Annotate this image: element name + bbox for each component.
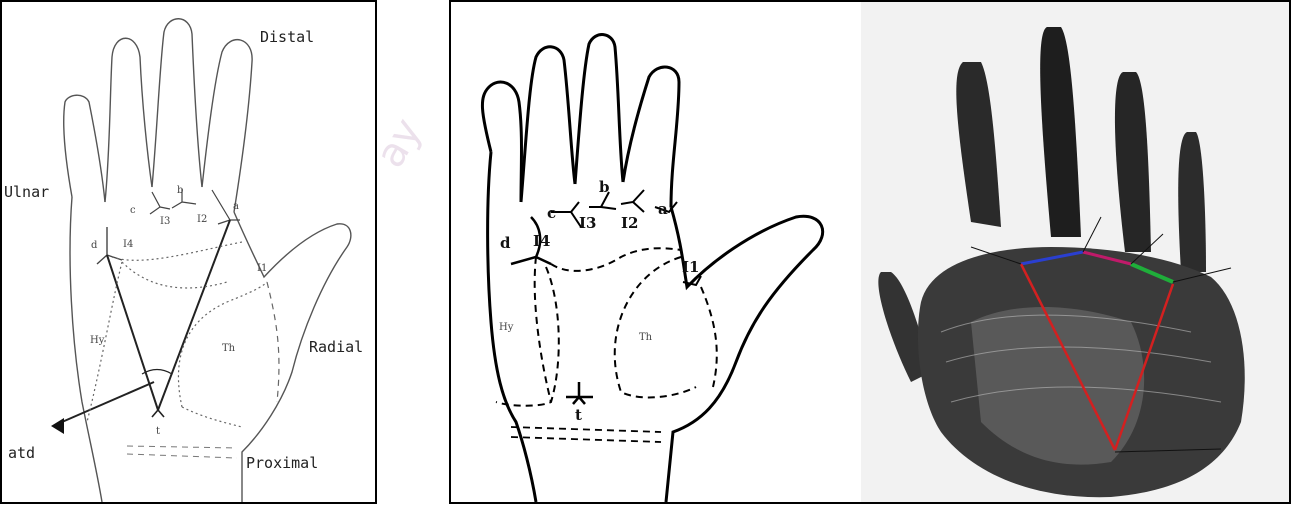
label-atd: atd [8, 444, 35, 462]
label-i4: I4 [123, 239, 133, 250]
label-b: b [177, 185, 183, 196]
mid-label-i4: I4 [533, 232, 550, 250]
label-proximal: Proximal [246, 454, 318, 472]
mid-label-b: b [599, 178, 610, 196]
mid-label-d: d [500, 234, 511, 252]
right-panel: d c b a I4 I3 I2 I1 Hy Th t [449, 0, 1291, 504]
mid-label-hy: Hy [499, 322, 514, 333]
label-t: t [156, 426, 160, 437]
middle-hand-diagram: d c b a I4 I3 I2 I1 Hy Th t [451, 2, 1289, 502]
label-c: c [130, 205, 136, 216]
mid-label-i2: I2 [621, 214, 638, 232]
label-i2: I2 [197, 214, 207, 225]
mid-label-i1: I1 [682, 258, 699, 276]
left-hand-diagram-panel: Distal Ulnar Radial Proximal atd d c b a… [0, 0, 377, 504]
label-radial: Radial [309, 338, 363, 356]
label-a: a [233, 201, 239, 212]
mid-label-t: t [575, 406, 582, 424]
mid-label-i3: I3 [579, 214, 596, 232]
mid-label-th: Th [639, 332, 653, 343]
mid-label-c: c [547, 204, 556, 222]
label-th: Th [222, 343, 236, 354]
label-i3: I3 [160, 216, 170, 227]
label-ulnar: Ulnar [4, 183, 49, 201]
label-d: d [91, 240, 98, 251]
palm-print-image [861, 2, 1289, 502]
left-hand-diagram: Distal Ulnar Radial Proximal atd d c b a… [2, 2, 375, 502]
label-i1: I1 [257, 263, 267, 274]
mid-label-a: a [658, 200, 668, 218]
label-hy: Hy [90, 335, 105, 346]
label-distal: Distal [260, 28, 314, 46]
